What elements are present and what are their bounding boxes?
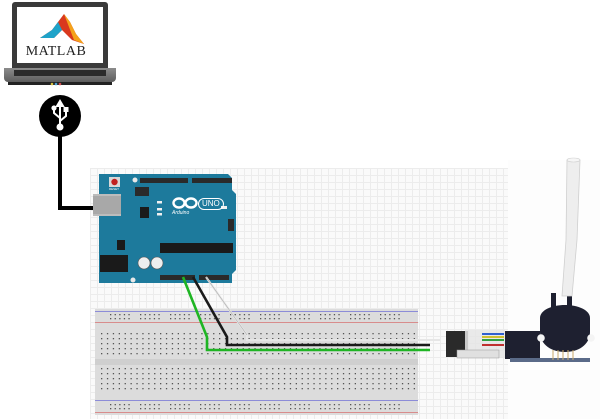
laptop-led: [58, 82, 62, 86]
digital-header-left: [140, 178, 188, 183]
analog-header: [199, 275, 229, 280]
laptop-screen: [17, 7, 103, 63]
sensor-port: [551, 293, 556, 309]
usb-cable: [58, 136, 96, 210]
arduino-model-label: UNO: [198, 198, 224, 210]
laptop-computer: [4, 2, 116, 86]
sensor-module: [505, 331, 540, 359]
icsp2-header: [228, 219, 234, 231]
power-rail-blue: [95, 311, 418, 312]
breadboard: [95, 309, 418, 415]
atmega-chip: [160, 243, 233, 253]
led-tx: [157, 208, 162, 211]
sensor-connector: [446, 330, 505, 359]
sensor-body: [540, 305, 590, 352]
green-wire: [181, 276, 430, 352]
power-header: [160, 275, 195, 280]
arduino-brand-label: Arduino: [172, 210, 190, 216]
power-rail-red: [95, 322, 418, 323]
capacitor: [137, 256, 151, 270]
matlab-label: MATLAB: [25, 44, 87, 59]
sensor-port: [567, 293, 572, 309]
icsp-header: [135, 187, 149, 196]
black-wire: [191, 276, 430, 347]
laptop-led: [54, 82, 58, 86]
laptop-keyboard: [14, 70, 106, 76]
led-on: [221, 206, 227, 209]
capacitor: [150, 256, 164, 270]
center-channel: [95, 359, 418, 365]
sensor-pcb: [510, 358, 590, 362]
dc-power-jack: [100, 255, 128, 272]
arduino-logo-icon: [172, 197, 198, 209]
voltage-regulator: [117, 240, 125, 250]
breadboard-holes: [101, 314, 415, 410]
digital-header-right: [192, 178, 232, 183]
sensor-photo-background: [508, 160, 600, 419]
usb-chip: [140, 207, 149, 218]
mounting-hole: [132, 177, 138, 183]
power-rail-blue: [95, 400, 418, 401]
air-tube: [561, 159, 581, 297]
matlab-logo-icon: [40, 14, 84, 44]
pressure-sensor: [505, 157, 595, 362]
mounting-hole: [130, 277, 136, 283]
led-l: [157, 201, 162, 204]
led-rx: [157, 213, 162, 216]
power-rail-red: [95, 412, 418, 413]
jumper-wires: [181, 276, 440, 352]
reset-label: RESET: [109, 187, 120, 191]
usb-icon: [51, 99, 69, 131]
laptop-led: [50, 82, 54, 86]
